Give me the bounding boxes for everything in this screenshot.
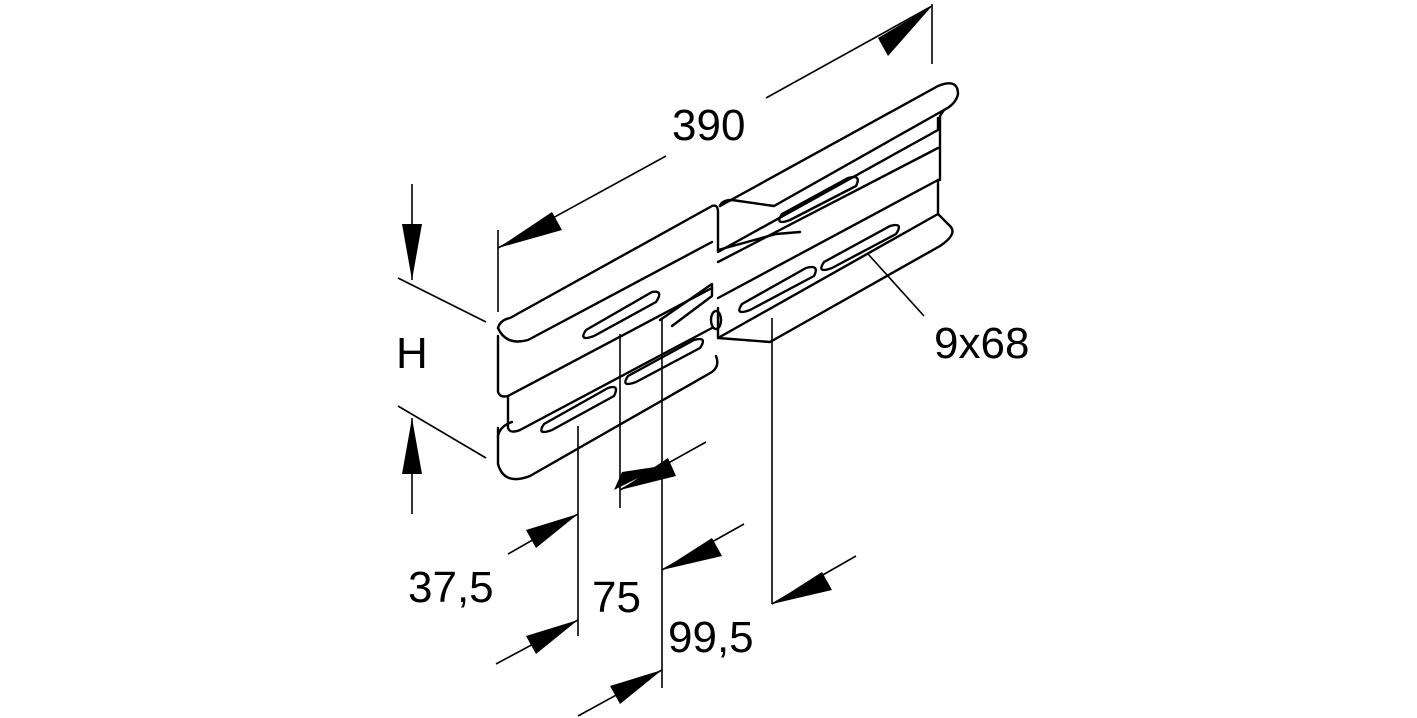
dimension-spacing — [495, 318, 857, 717]
bracket-left-half — [496, 204, 720, 481]
dimension-label-slot: 9x68 — [934, 319, 1030, 368]
leader-9x68 — [867, 253, 925, 317]
dimension-arrow — [772, 572, 832, 604]
dimension-arrow — [526, 514, 578, 548]
dimension-label-height: H — [396, 329, 428, 378]
dimension-label-length: 390 — [672, 101, 746, 150]
dimension-arrow — [610, 670, 662, 704]
dimension-arrow — [878, 6, 932, 56]
dimension-label-spacing-1: 37,5 — [408, 563, 494, 612]
dimension-arrow — [662, 538, 722, 570]
dimension-arrow — [402, 418, 422, 474]
dimension-390 — [497, 4, 933, 312]
dimension-h — [397, 184, 487, 514]
dimension-arrow — [402, 224, 422, 280]
dimension-arrow — [620, 458, 676, 490]
dimension-label-spacing-3: 99,5 — [668, 613, 754, 662]
dimension-arrow — [526, 620, 578, 654]
dimension-label-spacing-2: 75 — [592, 573, 641, 622]
bracket-right-half — [709, 82, 960, 344]
dimension-arrow — [498, 212, 562, 248]
